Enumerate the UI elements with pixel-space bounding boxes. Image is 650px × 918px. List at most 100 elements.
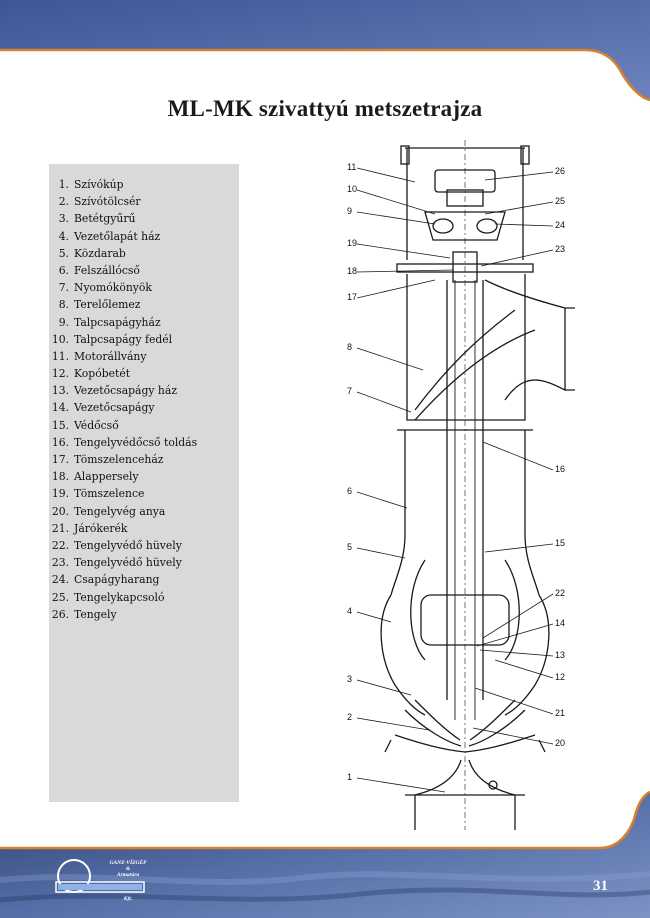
callout-label: 10 [347,184,357,194]
callout-label: 22 [555,588,565,598]
callout-label: 9 [347,206,352,216]
part-label: Tengelyvédő hüvely [74,538,182,552]
callout-label: 13 [555,650,565,660]
part-number: 12. [51,367,69,381]
parts-list-item: 6.Felszállócső [49,262,239,279]
parts-list-item: 12.Kopóbetét [49,365,239,382]
part-number: 4. [58,229,69,243]
part-number: 11. [51,349,69,363]
callout-label: 18 [347,266,357,276]
callout-label: 17 [347,292,357,302]
part-number: 1. [58,178,69,191]
part-number: 25. [51,590,69,604]
part-number: 3. [58,212,69,226]
part-label: Nyomókönyök [74,281,152,295]
parts-list-item: 18. Alappersely [49,468,239,485]
parts-list-item: 14.Vezetőcsapágy [49,399,239,416]
svg-text:Kft.: Kft. [123,896,132,902]
svg-text:Armatúra: Armatúra [116,872,140,878]
part-number: 8. [58,298,69,312]
callout-label: 14 [555,618,565,628]
callout-label: 4 [347,606,352,616]
part-label: Tengelyvédő hüvely [74,556,182,570]
parts-list-item: 8. Terelőlemez [49,296,239,313]
callout-label: 6 [347,486,352,496]
parts-list-item: 25. Tengelykapcsoló [49,589,239,606]
part-number: 10. [51,332,69,346]
parts-list-item: 17. Tömszelenceház [49,451,239,468]
callout-label: 25 [555,196,565,206]
callout-label: 26 [555,166,565,176]
part-label: Tengelykapcsoló [74,590,165,604]
part-label: Alappersely [74,470,139,484]
part-label: Vezetőlapát ház [74,229,161,243]
part-label: Vezetőcsapágy ház [74,384,178,398]
parts-list-item: 21.Járókerék [49,520,239,537]
parts-list-item: 5.Közdarab [49,245,239,262]
parts-list-item: 7. Nyomókönyök [49,279,239,296]
parts-list-item: 10.Talpcsapágy fedél [49,331,239,348]
page-number: 31 [593,878,608,894]
callout-label: 19 [347,238,357,248]
header-band [0,0,650,102]
parts-list-item: 26. Tengely [49,606,239,623]
part-number: 26. [51,607,69,621]
callout-label: 20 [555,738,565,748]
part-number: 24. [51,573,69,587]
page-title: ML-MK szivattyú metszetrajza [167,96,483,121]
parts-list-item: 4. Vezetőlapát ház [49,228,239,245]
part-number: 2. [58,195,69,209]
callout-label: 24 [555,220,565,230]
callout-label: 5 [347,542,352,552]
callout-label: 12 [555,672,565,682]
part-label: Tengely [74,607,117,621]
callout-label: 11 [347,162,356,172]
parts-list-item: 22. Tengelyvédő hüvely [49,537,239,554]
parts-list-item: 1.Szívókúp [49,176,239,193]
part-label: Járókerék [74,521,128,535]
part-number: 23. [51,556,69,570]
part-number: 5. [58,246,69,260]
part-number: 18. [51,470,69,484]
part-number: 17. [51,453,69,466]
parts-list-item: 23. Tengelyvédő hüvely [49,554,239,571]
part-label: Terelőlemez [74,298,141,312]
part-label: Védőcső [74,418,119,432]
parts-list-item: 19.Tömszelence [49,485,239,502]
callout-label: 15 [555,538,565,548]
part-number: 7. [58,281,69,295]
callout-label: 3 [347,674,352,684]
part-label: Tömszelence [74,487,145,501]
part-label: Talpcsapágyház [74,315,161,329]
callout-label: 8 [347,342,352,352]
part-label: Tömszelenceház [74,453,164,466]
callout-label: 16 [555,464,565,474]
callout-label: 7 [347,386,352,396]
parts-list-item: 16. Tengelyvédőcső toldás [49,434,239,451]
part-label: Motorállvány [74,349,147,363]
parts-list-item: 13. Vezetőcsapágy ház [49,382,239,399]
parts-list-item: 15. Védőcső [49,417,239,434]
parts-list-item: 2.Szívótölcsér [49,193,239,210]
part-label: Tengelyvég anya [74,504,166,518]
part-number: 16. [51,435,69,449]
part-label: Csapágyharang [74,573,160,587]
company-logo: GANZ-VÍZGÉP & Armatúra Kft. [54,852,164,902]
part-number: 13. [51,384,69,398]
part-label: Betétgyűrű [74,212,136,226]
footer-band [0,790,650,918]
callout-label: 2 [347,712,352,722]
part-number: 6. [58,263,69,277]
svg-text:GANZ-VÍZGÉP: GANZ-VÍZGÉP [110,858,148,866]
callout-label: 23 [555,244,565,254]
parts-list-item: 9.Talpcsapágyház [49,314,239,331]
svg-text:&: & [126,866,131,872]
part-number: 22. [51,538,69,552]
part-number: 15. [51,418,69,432]
part-label: Tengelyvédőcső toldás [74,435,198,449]
parts-list-item: 11. Motorállvány [49,348,239,365]
parts-list-item: 24. Csapágyharang [49,571,239,588]
